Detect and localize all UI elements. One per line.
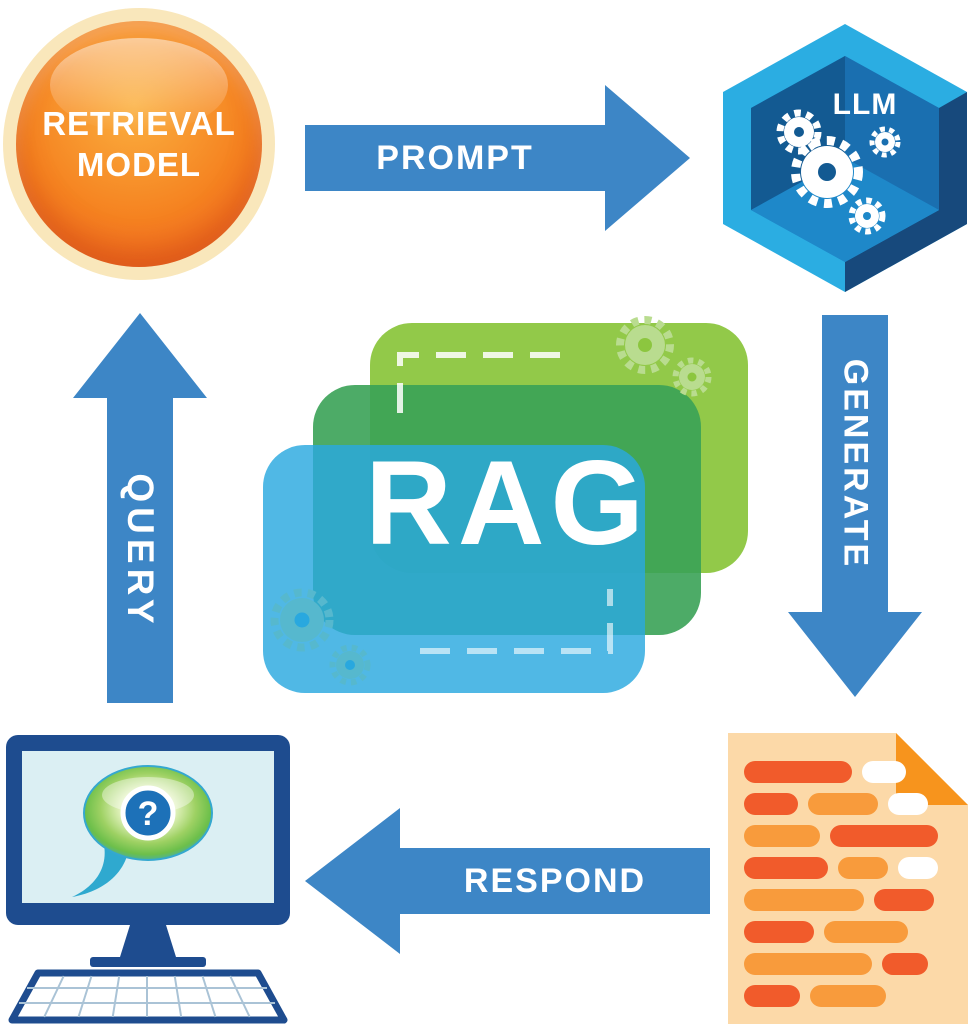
code-line	[744, 953, 952, 975]
code-line-segment	[898, 857, 938, 879]
left-arrow-icon	[305, 808, 710, 954]
speech-bubble-icon: ?	[72, 765, 213, 897]
code-line	[744, 793, 952, 815]
arrow-shape	[305, 808, 710, 954]
retrieval-model-node: RETRIEVAL MODEL	[3, 8, 275, 280]
retrieval-model-label: RETRIEVAL MODEL	[16, 21, 262, 267]
keyboard-grid	[19, 975, 275, 1018]
code-line-segment	[744, 889, 864, 911]
code-line-segment	[838, 857, 888, 879]
arrow-shape	[788, 315, 922, 697]
interior-floor	[751, 158, 939, 262]
code-line-segment	[744, 857, 828, 879]
code-line-segment	[744, 793, 798, 815]
code-line-segment	[888, 793, 928, 815]
circle-gloss	[50, 38, 228, 132]
code-line	[744, 985, 952, 1007]
arrow-shape	[305, 85, 690, 231]
prompt-arrow: PROMPT	[305, 85, 695, 231]
hexagon-right-face	[845, 92, 967, 292]
monitor-icon: ?	[6, 735, 290, 1024]
question-mark: ?	[138, 795, 159, 833]
retrieval-model-label-line1: RETRIEVAL	[42, 104, 236, 142]
terminal-node: ?	[2, 733, 294, 1024]
code-line-segment	[744, 761, 852, 783]
rag-title: RAG	[365, 436, 650, 570]
generate-arrow-label: GENERATE	[836, 358, 875, 570]
down-arrow-icon	[788, 315, 922, 697]
gear-icon	[791, 136, 863, 208]
right-arrow-icon	[305, 85, 690, 231]
respond-arrow-label: RESPOND	[463, 861, 647, 900]
monitor-base	[90, 957, 206, 967]
retrieval-model-label-line2: MODEL	[76, 146, 202, 183]
code-line-segment	[744, 985, 800, 1007]
question-mark-badge	[120, 785, 176, 841]
gear-icon	[672, 357, 712, 397]
arrow-shape	[73, 313, 207, 703]
document-node	[728, 733, 968, 1024]
query-arrow: QUERY	[73, 313, 207, 703]
code-line-segment	[744, 953, 872, 975]
code-line	[744, 857, 952, 879]
code-line-segment	[830, 825, 938, 847]
llm-node: LLM	[715, 22, 975, 294]
code-line	[744, 889, 952, 911]
gear-icon	[848, 197, 886, 235]
code-line	[744, 921, 952, 943]
code-line	[744, 825, 952, 847]
retrieval-model-circle: RETRIEVAL MODEL	[16, 21, 262, 267]
code-line-segment	[744, 825, 820, 847]
respond-arrow: RESPOND	[305, 808, 710, 954]
prompt-arrow-label: PROMPT	[376, 138, 534, 177]
gear-icon	[329, 644, 371, 686]
code-line-segment	[810, 985, 886, 1007]
gear-icon	[869, 126, 901, 158]
document-fold-corner	[896, 733, 968, 805]
code-line-segment	[808, 793, 878, 815]
gear-icon	[776, 109, 822, 155]
llm-label: LLM	[833, 88, 898, 121]
code-line-segment	[824, 921, 908, 943]
code-line-segment	[862, 761, 906, 783]
code-lines	[744, 761, 952, 1007]
code-line-segment	[882, 953, 928, 975]
up-arrow-icon	[73, 313, 207, 703]
code-line-segment	[744, 921, 814, 943]
gear-icon	[270, 588, 334, 652]
speech-bubble-tail	[72, 845, 129, 897]
generate-arrow: GENERATE	[788, 315, 922, 697]
llm-cube-icon: LLM	[723, 24, 967, 292]
dashed-corner	[420, 589, 613, 654]
gear-icon	[616, 316, 674, 374]
monitor-stand	[120, 925, 176, 957]
code-line	[744, 761, 952, 783]
code-line-segment	[874, 889, 934, 911]
dashed-corner	[397, 352, 560, 417]
query-arrow-label: QUERY	[120, 473, 161, 629]
rag-node: RAG	[255, 315, 760, 700]
rag-decorations	[270, 316, 712, 686]
